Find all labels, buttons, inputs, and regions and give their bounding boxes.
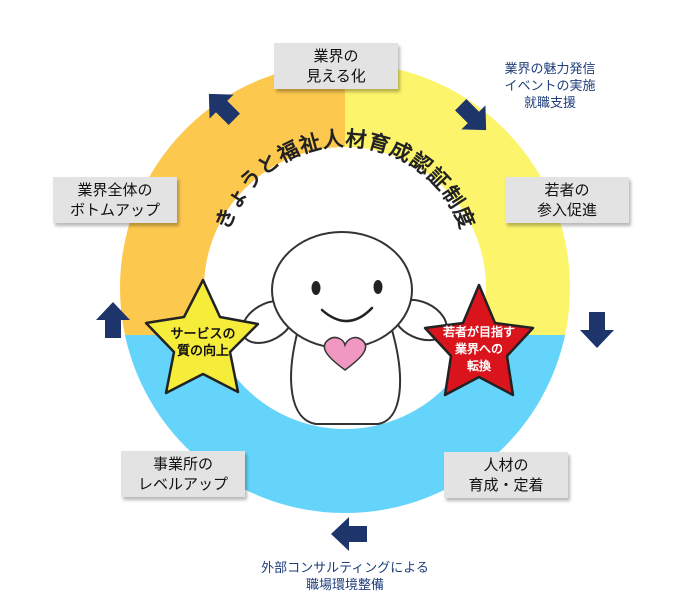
box-level-up: 事業所の レベルアップ bbox=[121, 451, 245, 497]
star-left-label: サービスの質の向上 bbox=[170, 326, 235, 359]
box-bottom-up: 業界全体の ボトムアップ bbox=[53, 177, 177, 223]
mascot-head bbox=[271, 231, 413, 349]
ring-segment-orange bbox=[120, 63, 345, 335]
box-visibility: 業界の 見える化 bbox=[274, 43, 398, 89]
star-right-label: 若者が目指す業界への転換 bbox=[442, 324, 515, 373]
arrow-down-right-icon bbox=[455, 99, 487, 131]
star-label-line: 業界への bbox=[454, 341, 503, 356]
star-left bbox=[144, 278, 260, 395]
mascot-right-eye bbox=[373, 280, 383, 294]
star-label-line: サービスの bbox=[170, 326, 235, 342]
ring-segment-yellow bbox=[345, 63, 570, 335]
ring bbox=[120, 63, 570, 513]
arrow-up-right-icon bbox=[208, 93, 240, 125]
box-training-retention: 人材の 育成・定着 bbox=[444, 452, 568, 498]
star-label-line: 若者が目指す bbox=[442, 324, 515, 339]
arrow-down-icon bbox=[580, 312, 614, 348]
star-label-line: 質の向上 bbox=[177, 343, 229, 359]
mascot-left-eye bbox=[311, 281, 321, 295]
note-attractiveness: 業界の魅力発信 イベントの実施 就職支援 bbox=[504, 62, 596, 111]
arrow-left-icon bbox=[331, 517, 367, 551]
star-right bbox=[423, 283, 535, 397]
note-consulting: 外部コンサルティングによる 職場環境整備 bbox=[261, 561, 429, 593]
mascot-character bbox=[241, 231, 448, 425]
heart-icon bbox=[323, 336, 367, 371]
box-youth-entry: 若者の 参入促進 bbox=[505, 177, 629, 223]
arrow-up-icon bbox=[96, 302, 130, 338]
mascot-body bbox=[290, 329, 402, 425]
mascot-smile bbox=[320, 306, 374, 323]
ring-segment-blue bbox=[124, 335, 566, 513]
star-label-line: 転換 bbox=[467, 358, 492, 373]
